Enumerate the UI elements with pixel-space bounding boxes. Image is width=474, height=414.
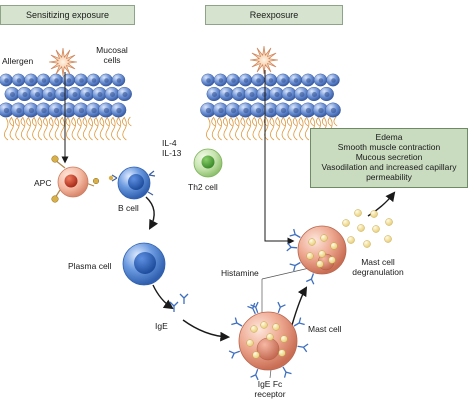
symptom-item: Mucous secretion xyxy=(355,152,423,162)
arrow-plasma-to-ige xyxy=(152,284,174,310)
allergen-label: Allergen xyxy=(2,56,34,66)
arrow-bcell-to-plasma xyxy=(145,196,159,230)
allergen-left xyxy=(48,47,78,77)
symptom-item: Edema xyxy=(375,132,403,142)
plasma-cell xyxy=(122,242,166,286)
symptom-item: Vasodilation and increased capillary xyxy=(321,162,457,172)
arrow-allergen-to-mastcell xyxy=(264,70,295,245)
b-cell-label: B cell xyxy=(118,203,139,213)
ige-label: IgE xyxy=(155,321,168,331)
allergen-right xyxy=(249,45,279,75)
histamine-label: Histamine xyxy=(221,268,259,278)
mucosal-epithelium-left xyxy=(0,73,132,141)
th2-cell-label: Th2 cell xyxy=(188,182,218,192)
header-sensitizing-exposure: Sensitizing exposure xyxy=(0,5,135,25)
b-cell xyxy=(108,166,156,200)
ige-antibodies xyxy=(169,293,189,312)
released-granules xyxy=(342,209,393,248)
header-reexposure: Reexposure xyxy=(205,5,343,25)
apc-label: APC xyxy=(34,178,52,188)
mast-cell-label: Mast cell xyxy=(308,324,342,334)
symptoms-box: Edema Smooth muscle contraction Mucous s… xyxy=(310,128,468,188)
mast-cell-degranulating xyxy=(286,225,347,285)
mucosal-epithelium-right xyxy=(200,73,341,141)
plasma-cell-label: Plasma cell xyxy=(68,261,112,271)
arrow-mastcell-to-degranulation xyxy=(291,286,308,326)
arrow-ige-to-mastcell xyxy=(182,319,231,342)
symptom-item: permeability xyxy=(366,172,412,182)
mast-cell xyxy=(228,301,309,381)
th2-cell xyxy=(193,148,223,178)
symptom-item: Smooth muscle contraction xyxy=(337,142,441,152)
apc-cell xyxy=(51,155,100,203)
